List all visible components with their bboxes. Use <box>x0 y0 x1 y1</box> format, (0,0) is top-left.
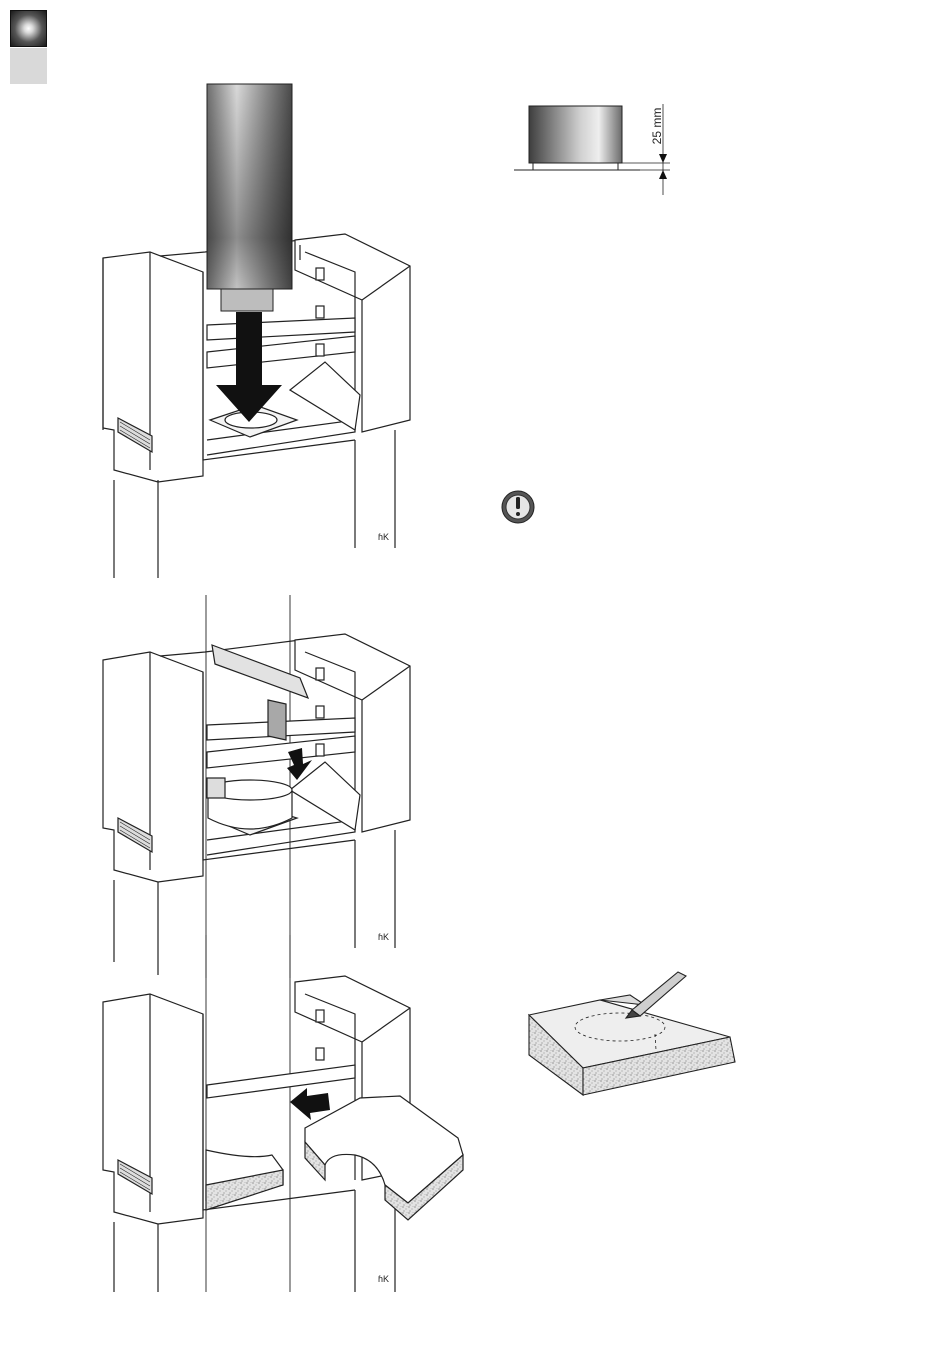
dimension-label: 25 mm <box>650 108 664 145</box>
arrow-right-icon <box>290 1088 330 1120</box>
dimension-detail <box>514 104 670 195</box>
signature-mark-1: ɦK <box>378 532 389 542</box>
figure-3-housing <box>103 935 463 1292</box>
exclamation-icon <box>502 491 534 523</box>
figure-2-housing <box>103 595 410 978</box>
signature-mark-2: ɦK <box>378 932 389 942</box>
foam-cut-detail <box>529 972 735 1095</box>
pipe-connector <box>221 289 273 311</box>
signature-mark-3: ɦK <box>378 1274 389 1284</box>
